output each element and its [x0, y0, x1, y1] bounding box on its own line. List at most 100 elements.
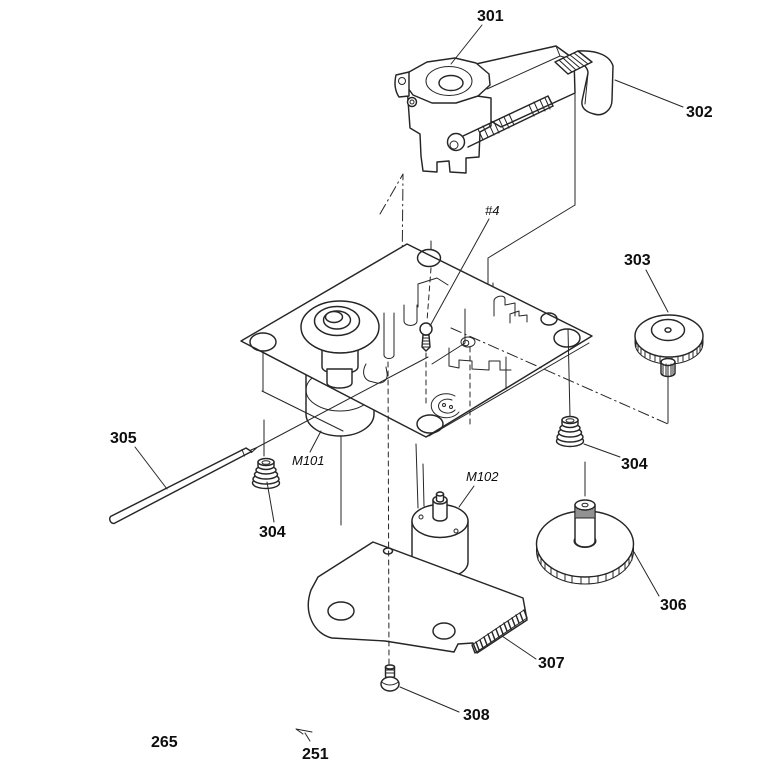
part-label-m102: M102 — [466, 469, 499, 484]
part-label-307: 307 — [538, 655, 565, 672]
part-label-308: 308 — [463, 707, 490, 724]
leader-303 — [645, 269, 669, 313]
part-label-251: 251 — [302, 746, 329, 763]
leader-hash4 — [429, 218, 490, 327]
turntable-rim-lower — [301, 330, 379, 354]
worm-bearing-hole — [449, 140, 459, 150]
chassis-hole-small — [540, 312, 558, 326]
part-label-m101: M101 — [292, 453, 325, 468]
bracket-boss-hole — [409, 99, 415, 105]
chassis-notch — [417, 277, 449, 308]
nut-l-hole — [261, 460, 271, 465]
screw4-shank — [421, 334, 431, 352]
part-label-hash4: #4 — [485, 203, 499, 218]
plate307-rack-band — [471, 609, 528, 654]
mech-subplate-lines — [431, 308, 466, 365]
screw4-thread-hatch — [422, 337, 430, 348]
part-label-265: 265 — [151, 734, 178, 751]
part-label-301: 301 — [477, 8, 504, 25]
ribbon-cable-302 — [554, 50, 614, 116]
part-labels: 301 302 303 304 304 305 306 307 308 265 … — [110, 8, 713, 763]
m102-screw-dot-1 — [418, 514, 424, 520]
shaft-tip-needle — [250, 447, 258, 453]
chassis-hole-bottom — [416, 414, 444, 434]
leader-304l — [266, 481, 275, 523]
screw4-head — [419, 322, 433, 336]
part-label-306: 306 — [660, 597, 687, 614]
gear-306 — [535, 461, 635, 585]
worm-bearing — [446, 132, 466, 152]
pin-251 — [295, 728, 313, 742]
ribbon-fold-line — [584, 72, 589, 105]
mech-bracket-staple-2 — [509, 310, 528, 324]
nut-304-right — [555, 415, 585, 448]
gear306-knurl-hatch — [576, 505, 594, 519]
screw308-axis-dashed — [387, 361, 390, 667]
bracket-boss — [406, 96, 418, 108]
ribbon-body — [577, 50, 614, 116]
chassis-plate — [240, 240, 593, 457]
mech-dot-1 — [442, 403, 446, 407]
shaft-body — [109, 447, 253, 525]
mech-claw — [363, 363, 388, 384]
base-plate-307 — [307, 541, 528, 654]
motor-cap-hole — [438, 74, 464, 92]
gear303-hole — [664, 327, 672, 333]
part-label-304-right: 304 — [621, 456, 648, 473]
nut-r-hole — [565, 418, 575, 423]
plate307-hole-left — [327, 601, 355, 621]
part-label-303: 303 — [624, 252, 651, 269]
gear-303 — [450, 314, 704, 425]
shaft-axis-extension — [253, 356, 429, 450]
assembly-bracket — [406, 85, 492, 174]
plate307-hole-small — [382, 547, 394, 555]
gear303-dashdot-axis — [450, 327, 669, 425]
gear303-pinion-hatch — [662, 363, 674, 377]
part-label-302: 302 — [686, 104, 713, 121]
projection-dashdot-left — [379, 173, 404, 278]
m102-screw-dot-2 — [453, 528, 459, 534]
turntable-pedestal-lower — [326, 368, 353, 389]
screw308-thread-hatch — [385, 669, 395, 674]
turntable-top — [324, 310, 344, 324]
mech-cam-hook — [430, 393, 460, 419]
screw-hash4 — [419, 322, 433, 404]
leader-lines — [134, 24, 684, 713]
leader-m101 — [309, 430, 322, 453]
mech-stepped-lever — [448, 347, 512, 390]
chassis-flange-line — [261, 390, 344, 432]
mech-dot-2 — [449, 405, 453, 409]
nut-304-left — [251, 457, 281, 490]
screw308-head — [380, 676, 400, 692]
leader-307 — [501, 635, 537, 660]
plate307-rack-teeth — [471, 609, 528, 654]
motor-cap-ring — [425, 66, 473, 96]
mech-pivot — [460, 336, 476, 348]
hole-axis-left — [262, 351, 265, 457]
shaft-tip-chamfer — [241, 449, 245, 457]
chassis-outline — [240, 243, 593, 438]
leader-305 — [134, 446, 168, 490]
m102-guide-lines — [415, 443, 425, 509]
plate307-hole-mid — [432, 622, 456, 640]
chassis-hole-top — [416, 248, 442, 268]
gear306-shaft-hole — [581, 502, 589, 508]
shaft-305 — [109, 356, 429, 525]
gear306-shaft — [574, 504, 596, 548]
mech-bracket-staple — [493, 295, 516, 317]
leader-m102 — [458, 485, 475, 508]
chassis-hole-left — [249, 332, 277, 352]
screw308-thread-top — [384, 664, 396, 670]
hole-axis-right — [567, 328, 571, 418]
chassis-tube-slot-a — [403, 304, 418, 326]
chassis-hole-right — [553, 328, 581, 348]
leader-301 — [450, 24, 483, 65]
gear-motor-assembly-301 — [394, 45, 576, 174]
m102-nub-top — [435, 491, 445, 497]
ribbon-connector-stripes — [558, 52, 589, 73]
chassis-tube-slot-b — [383, 312, 395, 359]
leader-302 — [614, 79, 684, 108]
part-label-304-left: 304 — [259, 524, 286, 541]
pin-251-glyph — [295, 728, 313, 742]
